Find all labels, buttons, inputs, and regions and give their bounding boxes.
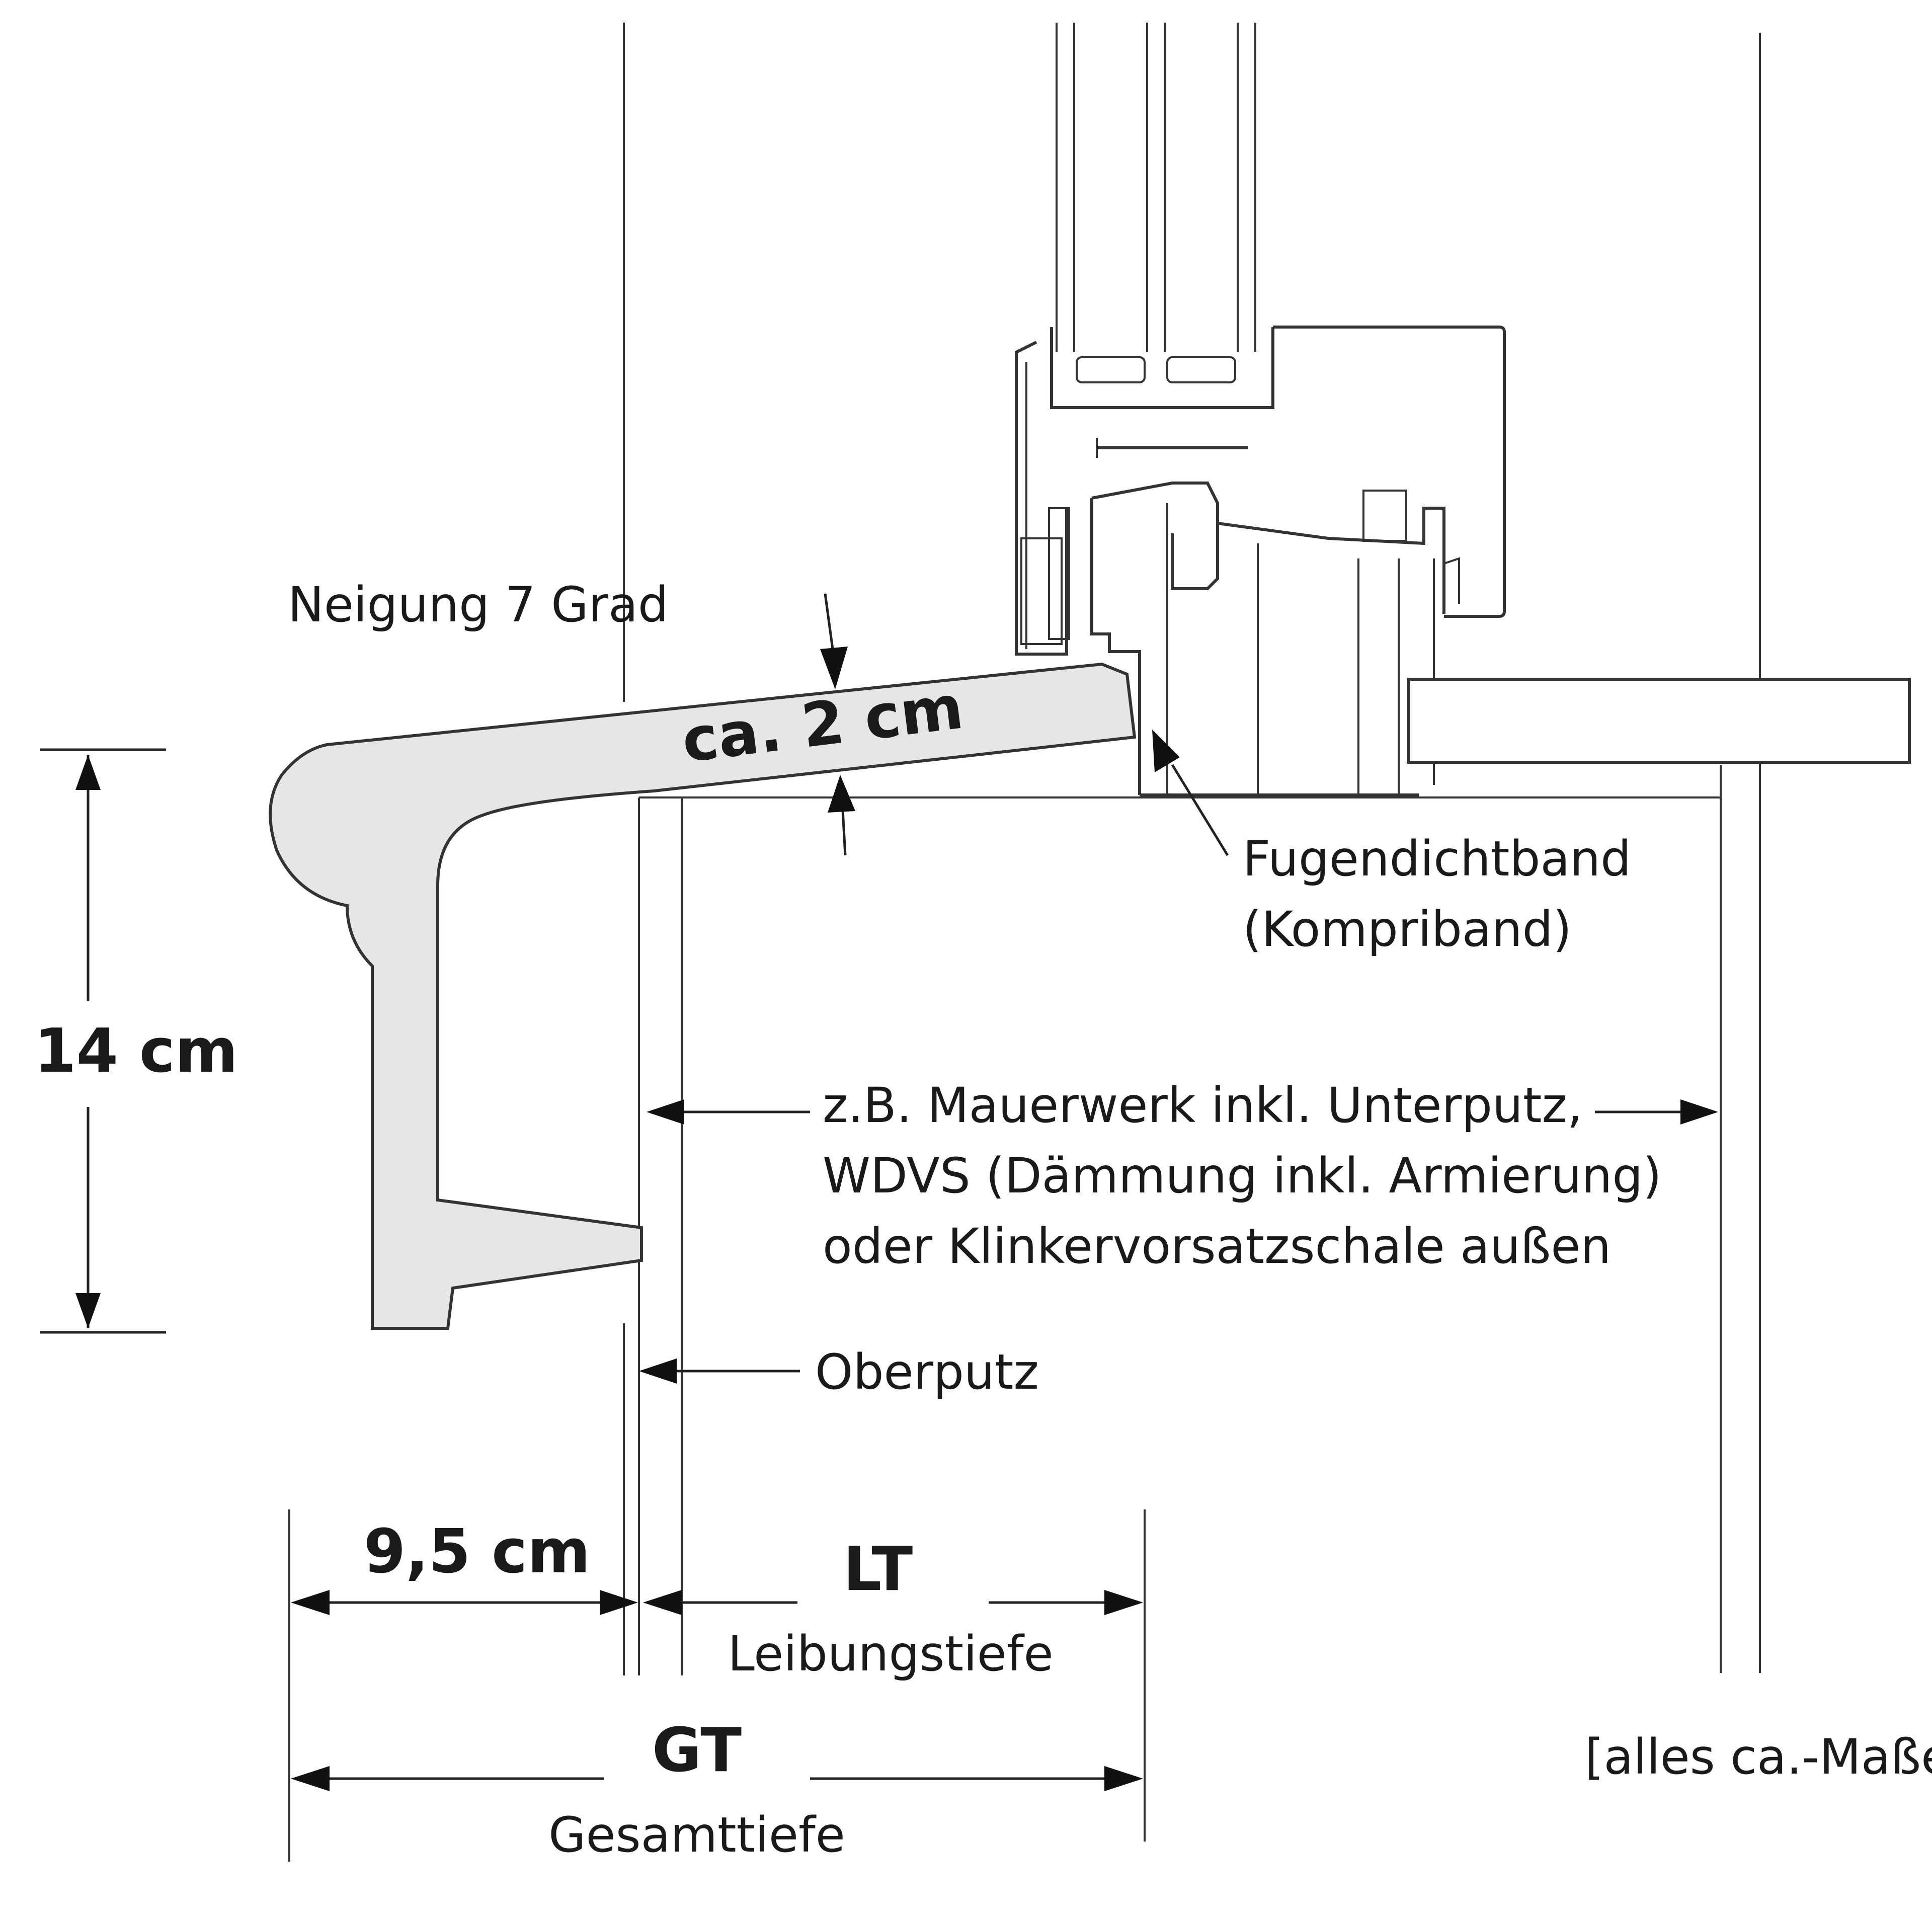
height-label: 14 cm	[34, 1016, 238, 1086]
dimension-height	[40, 748, 166, 1334]
oberputz-leader	[639, 1358, 800, 1384]
slope-label: Neigung 7 Grad	[288, 577, 669, 633]
seal-label-line1: Fugendichtband	[1243, 831, 1631, 887]
dimension-bottom	[288, 1509, 1146, 1862]
window-frame	[1015, 23, 1506, 798]
wall-label-line1: z.B. Mauerwerk inkl. Unterputz,	[823, 1077, 1582, 1134]
wall-label-line2: WDVS (Dämmung inkl. Armierung)	[823, 1148, 1662, 1204]
window-sill-profile	[269, 662, 1137, 1330]
seal-leader	[1152, 730, 1229, 856]
wall-label-line3: oder Klinkervorsatzschale außen	[823, 1218, 1611, 1274]
overhang-label: 9,5 cm	[364, 1517, 591, 1587]
seal-label-line2: (Kompriband)	[1243, 901, 1572, 957]
wall-reference-lines	[623, 23, 1761, 1673]
lt-full-label: Leibungstiefe	[728, 1626, 1053, 1682]
gt-label: GT	[652, 1716, 742, 1786]
interior-window-board	[1407, 678, 1911, 764]
note-label: [alles ca.-Maße]	[1585, 1729, 1932, 1785]
dimension-wall-buildup	[647, 1099, 1718, 1125]
lt-label: LT	[843, 1535, 913, 1605]
gt-full-label: Gesamttiefe	[548, 1807, 845, 1863]
oberputz-label: Oberputz	[815, 1344, 1039, 1400]
dimension-thickness	[820, 593, 855, 856]
